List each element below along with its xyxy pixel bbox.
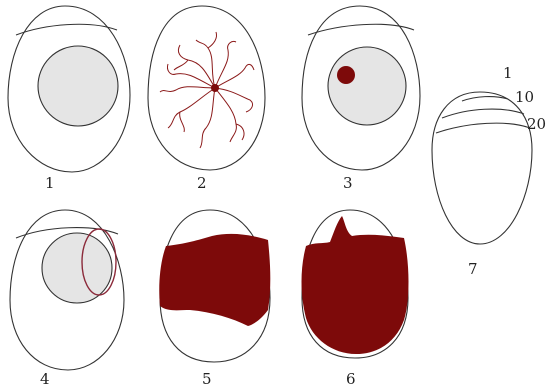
air-cell-mark-20: 20 [527,115,546,133]
egg-2-embryo [211,84,219,92]
label-1: 1 [45,174,55,192]
egg-4-yolk [42,233,112,303]
egg-3-blood-spot [337,66,355,84]
egg-7 [432,92,532,244]
label-6: 6 [346,370,356,387]
egg-3-yolk [328,47,406,125]
label-4: 4 [40,370,50,387]
egg-2 [148,6,265,170]
label-2: 2 [197,174,207,192]
egg-1-yolk [38,46,118,126]
label-5: 5 [202,370,212,387]
egg-5 [159,210,270,362]
egg-1 [8,6,130,172]
egg-3 [302,6,420,170]
egg-7-shell [432,92,532,244]
egg-4 [10,210,124,370]
egg-6 [302,210,409,358]
label-7: 7 [468,260,478,278]
air-cell-mark-1: 1 [503,64,513,82]
air-cell-mark-10: 10 [515,88,534,106]
label-3: 3 [343,174,353,192]
